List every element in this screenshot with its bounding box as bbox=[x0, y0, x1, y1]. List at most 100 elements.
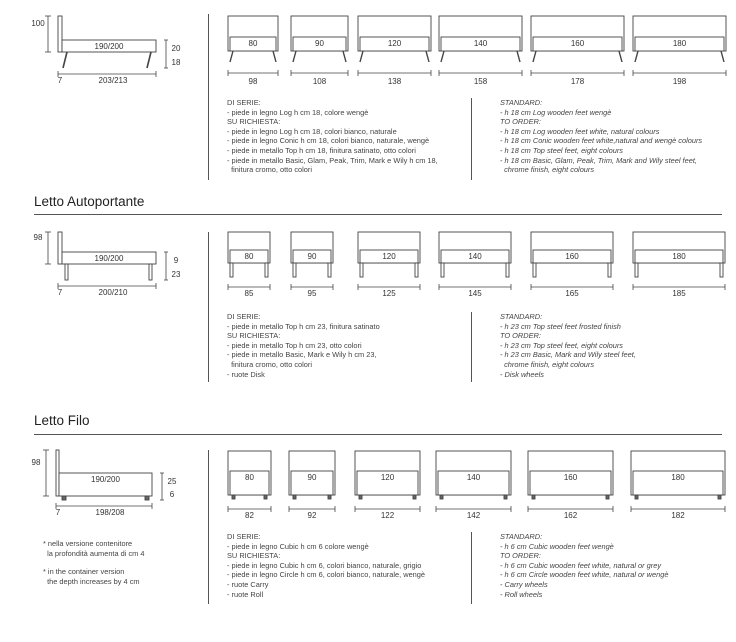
note-line: finitura cromo, otto colori bbox=[227, 165, 313, 175]
overall-width-label: 182 bbox=[671, 511, 685, 520]
mattress-front bbox=[359, 36, 430, 52]
bed-frame-side bbox=[58, 472, 153, 497]
footnote-line: * nella versione contenitore bbox=[43, 539, 133, 548]
bed-foot bbox=[229, 262, 234, 278]
note-line: - piede in legno Cubic h cm 6 colore wen… bbox=[227, 541, 369, 551]
note-line: - h 18 cm Top steel feet, eight colours bbox=[500, 145, 623, 155]
overall-width-label: 142 bbox=[467, 511, 481, 520]
bed-foot bbox=[531, 494, 536, 500]
note-line: - ruote Roll bbox=[227, 589, 264, 599]
notes-italian-standard-bed: DI SERIE: - piede in legno Log h cm 18, … bbox=[227, 98, 438, 175]
feet-height-label: 23 bbox=[172, 270, 181, 279]
note-line: - h 23 cm Top steel feet frosted finish bbox=[500, 321, 621, 331]
note-line: - piede in legno Circle h cm 6, colori b… bbox=[227, 570, 426, 580]
notes-english-filo: STANDARD: - h 6 cm Cubic wooden feet wen… bbox=[500, 532, 668, 599]
note-line: - piede in metallo Top h cm 23, otto col… bbox=[227, 340, 362, 350]
bed-foot bbox=[440, 50, 445, 63]
note-line: - piede in legno Conic h cm 18, colori b… bbox=[227, 136, 430, 146]
bed-width-label: 140 bbox=[474, 39, 488, 48]
foot-offset-label: 7 bbox=[56, 508, 61, 517]
bed-foot bbox=[607, 262, 612, 278]
bed-foot bbox=[146, 51, 152, 69]
length-label: 203/213 bbox=[99, 76, 128, 85]
mattress-front bbox=[532, 36, 623, 52]
bed-foot bbox=[292, 262, 297, 278]
mattress-front bbox=[229, 36, 277, 52]
overall-width-label: 158 bbox=[474, 77, 488, 86]
inner-dimension-label: 190/200 bbox=[91, 475, 120, 484]
section-divider bbox=[34, 214, 722, 215]
bed-width-label: 80 bbox=[245, 473, 254, 482]
bed-foot bbox=[148, 263, 153, 281]
bed-width-label: 180 bbox=[673, 39, 687, 48]
bed-foot bbox=[414, 262, 419, 278]
note-line: - h 18 cm Conic wooden feet white,natura… bbox=[500, 136, 703, 146]
note-line: - h 23 cm Top steel feet, eight colours bbox=[500, 340, 623, 350]
bed-foot bbox=[412, 494, 417, 500]
notes-italian-autoportante: DI SERIE: - piede in metallo Top h cm 23… bbox=[227, 312, 380, 379]
note-line: - h 6 cm Circle wooden feet white, natur… bbox=[500, 570, 669, 580]
bed-frame-side bbox=[61, 39, 157, 53]
bed-width-label: 120 bbox=[388, 39, 402, 48]
mattress-front bbox=[529, 470, 612, 496]
mattress-front bbox=[437, 470, 510, 496]
mattress-front bbox=[290, 470, 334, 496]
note-line: - piede in metallo Top h cm 23, finitura… bbox=[227, 321, 380, 331]
frame-height-label: 25 bbox=[168, 477, 177, 486]
foot-offset-label: 7 bbox=[58, 288, 63, 297]
bed-width-label: 180 bbox=[671, 473, 685, 482]
bed-width-label: 90 bbox=[315, 39, 324, 48]
note-line: - piede in metallo Basic, Glam, Peak, Tr… bbox=[227, 155, 438, 165]
bed-foot bbox=[359, 50, 364, 63]
bed-width-label: 140 bbox=[468, 252, 482, 261]
bed-foot bbox=[516, 50, 521, 63]
overall-width-label: 108 bbox=[313, 77, 327, 86]
headboard-side bbox=[57, 231, 63, 265]
overall-width-label: 125 bbox=[382, 289, 396, 298]
overall-width-label: 145 bbox=[468, 289, 482, 298]
note-line: - piede in metallo Basic, Mark e Wily h … bbox=[227, 350, 377, 360]
bed-foot bbox=[634, 494, 639, 500]
bed-foot bbox=[61, 495, 67, 501]
height-label: 98 bbox=[32, 458, 41, 467]
overall-width-label: 92 bbox=[308, 511, 317, 520]
column-divider bbox=[208, 14, 209, 180]
bed-width-label: 120 bbox=[382, 252, 396, 261]
overall-width-label: 82 bbox=[245, 511, 254, 520]
bed-foot bbox=[618, 50, 623, 63]
note-line: - ruote Disk bbox=[227, 369, 265, 379]
bed-foot bbox=[292, 494, 297, 500]
mattress-front bbox=[229, 249, 269, 264]
footnote-line: la profondità aumenta di cm 4 bbox=[43, 548, 145, 558]
bed-width-label: 180 bbox=[672, 252, 686, 261]
note-line: TO ORDER: bbox=[500, 117, 541, 127]
section-divider bbox=[34, 434, 722, 435]
note-line: - h 18 cm Log wooden feet white, natural… bbox=[500, 126, 660, 136]
bed-foot bbox=[720, 50, 725, 63]
notes-italian-filo: DI SERIE: - piede in legno Cubic h cm 6 … bbox=[227, 532, 425, 599]
bed-width-label: 160 bbox=[571, 39, 585, 48]
mattress-front bbox=[532, 249, 612, 264]
overall-width-label: 138 bbox=[388, 77, 402, 86]
overall-width-label: 122 bbox=[381, 511, 395, 520]
foot-offset-label: 7 bbox=[58, 76, 63, 85]
note-line: - piede in metallo Top h cm 18, finitura… bbox=[227, 145, 416, 155]
bed-foot bbox=[634, 262, 639, 278]
section-title-filo: Letto Filo bbox=[34, 413, 90, 428]
bed-width-label: 80 bbox=[245, 252, 254, 261]
feet-height-label: 18 bbox=[172, 58, 181, 67]
bed-foot bbox=[231, 494, 236, 500]
headboard-side bbox=[57, 15, 63, 53]
note-line: - piede in legno Log h cm 18, colore wen… bbox=[227, 107, 369, 117]
height-label: 98 bbox=[34, 233, 43, 242]
notes-divider bbox=[471, 98, 472, 180]
frame-height-label: 20 bbox=[172, 44, 181, 53]
bed-width-label: 120 bbox=[381, 473, 395, 482]
bed-foot bbox=[425, 50, 430, 63]
mattress-front bbox=[359, 249, 419, 264]
note-line: - Disk wheels bbox=[500, 369, 544, 379]
bed-width-label: 160 bbox=[564, 473, 578, 482]
note-line: - piede in legno Log h cm 18, colori bia… bbox=[227, 126, 397, 136]
bed-foot bbox=[342, 50, 347, 63]
inner-dimension-label: 190/200 bbox=[95, 42, 124, 51]
